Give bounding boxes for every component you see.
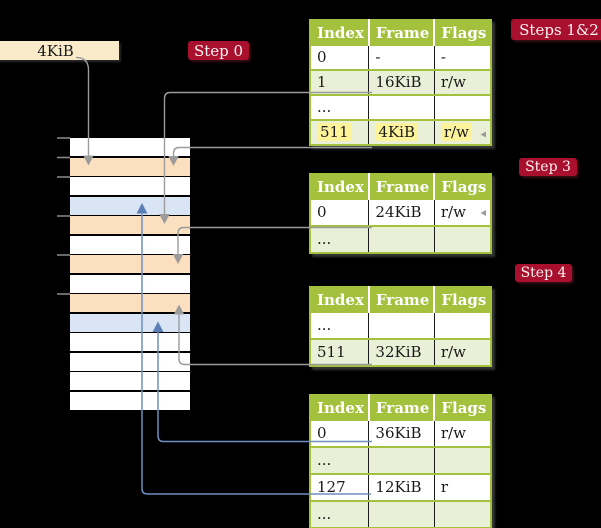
table-header-cell: Flags	[434, 20, 492, 46]
frame-size-label-box: 4KiB	[0, 41, 119, 60]
table-row: ...	[310, 94, 492, 120]
table-cell: r/w	[433, 69, 492, 95]
table-cell: ...	[310, 446, 369, 474]
table-row: ...	[310, 225, 492, 253]
steps-1-2-text: Steps 1&2	[519, 20, 599, 39]
step-0-label: Step 0	[188, 41, 249, 60]
table-cell: 127	[310, 473, 369, 501]
table-cell: ...	[310, 225, 369, 253]
memory-address-ticks	[57, 137, 70, 295]
table-header-cell: Index	[310, 174, 370, 200]
table-header-cell: Frame	[368, 287, 436, 313]
table-header-cell: Index	[310, 287, 370, 313]
table-cell	[433, 500, 492, 528]
step-4-text: Step 4	[520, 265, 567, 281]
table-cell: 1	[310, 69, 369, 95]
table-row: 511 4KiB r/w	[310, 119, 492, 145]
table-cell	[368, 225, 435, 253]
memory-frame-row	[70, 157, 190, 176]
memory-frame-row	[70, 216, 190, 234]
table-header-cell: Frame	[368, 174, 436, 200]
table-cell: r/w	[433, 338, 492, 366]
table-cell: -	[433, 46, 492, 70]
table-row: ...	[310, 500, 492, 528]
memory-frame-row	[70, 352, 190, 371]
table-cell: ...	[317, 316, 332, 334]
table-cell: 511	[310, 338, 369, 366]
steps-1-2-label: Steps 1&2	[511, 19, 601, 40]
table-header-cell: Flags	[434, 287, 492, 313]
table-cell: r/w	[433, 119, 492, 145]
table-cell: r	[433, 473, 492, 501]
table-header-cell: Frame	[368, 20, 436, 46]
step-3-label: Step 3	[519, 158, 577, 176]
memory-frame-row	[70, 255, 190, 273]
table-cell	[368, 500, 435, 528]
table-cell: 0	[317, 424, 327, 442]
table-row: 0 --	[310, 46, 492, 70]
memory-frame-row	[70, 391, 190, 410]
table-row: ...	[310, 313, 492, 339]
frame-size-label: 4KiB	[37, 41, 74, 60]
table-cell: 0	[317, 48, 327, 66]
table-cell: 12KiB	[368, 473, 435, 501]
step-0-text: Step 0	[193, 41, 244, 60]
table-cell: 0	[317, 203, 327, 221]
table-cell: 4KiB	[368, 119, 435, 145]
memory-frame-row	[70, 372, 190, 390]
memory-frame-row	[70, 235, 190, 254]
table-cell: 36KiB	[368, 421, 435, 447]
table-cell: ...	[310, 500, 369, 528]
memory-frame-row	[70, 138, 190, 156]
table-cell	[433, 446, 492, 474]
table-cell: -	[368, 46, 435, 70]
table-header-cell: Flags	[434, 174, 492, 200]
memory-frame-row	[70, 294, 190, 312]
table-cell	[433, 225, 492, 253]
highlighted-value: r/w	[440, 123, 472, 141]
table-header-cell: Frame	[368, 395, 436, 421]
table-cell: 16KiB	[368, 69, 435, 95]
table-cell: r/w	[433, 200, 492, 226]
table-row: ...	[310, 446, 492, 474]
highlighted-value: 511	[317, 123, 352, 141]
highlighted-value: 4KiB	[375, 123, 418, 141]
step-4-label: Step 4	[515, 264, 572, 282]
arrow-entry511-to-4kib-frame	[172, 146, 372, 157]
table-cell: ...	[310, 94, 369, 120]
table-header-cell: Flags	[434, 395, 492, 421]
table-cell	[368, 313, 435, 339]
table-cell: 32KiB	[368, 338, 435, 366]
table-cell: r/w	[433, 421, 492, 447]
memory-frame-row	[70, 196, 190, 215]
table-cell: 511	[310, 119, 369, 145]
memory-frame-row	[70, 333, 190, 351]
table-cell	[368, 446, 435, 474]
memory-frame-row	[70, 274, 190, 293]
table-cell	[368, 94, 435, 120]
memory-frame-row	[70, 313, 190, 332]
table-cell	[433, 313, 492, 339]
memory-frame-row	[70, 177, 190, 195]
table-header-cell: Index	[310, 20, 370, 46]
step-3-text: Step 3	[525, 159, 571, 175]
table-header-cell: Index	[310, 395, 370, 421]
table-cell: 24KiB	[368, 200, 435, 226]
table-cell	[433, 94, 492, 120]
